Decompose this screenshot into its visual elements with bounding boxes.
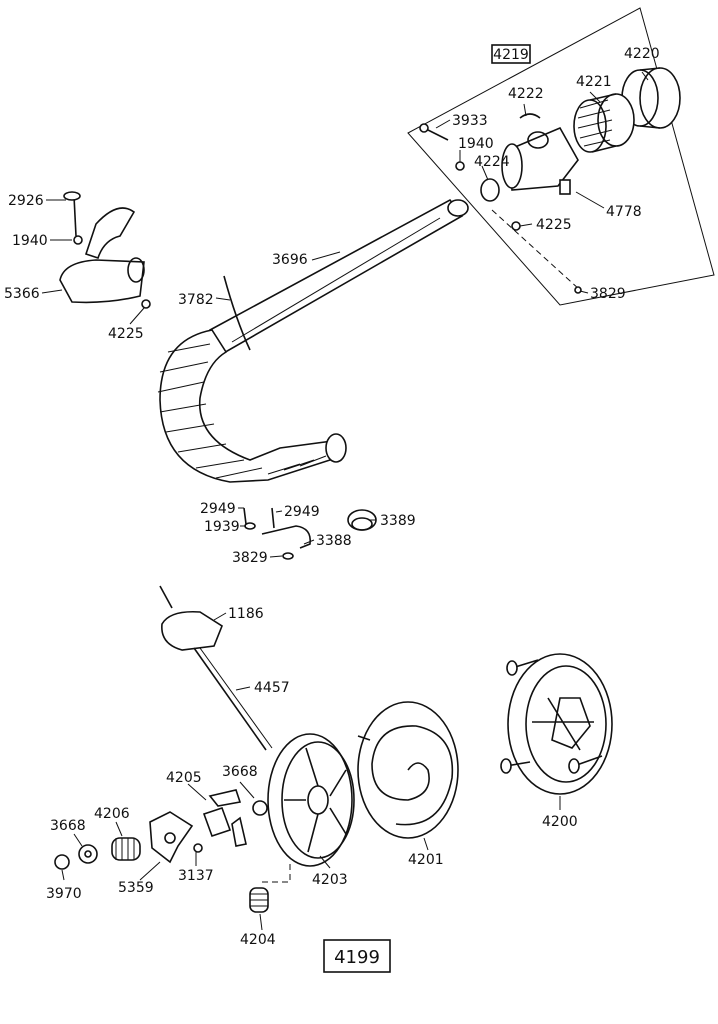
part-4204-spring [249, 887, 269, 913]
callout-4200: 4200 [542, 814, 578, 830]
callout-1186: 1186 [228, 606, 264, 622]
part-4225-nut-top [511, 221, 521, 231]
callout-4201: 4201 [408, 852, 444, 868]
housing-4200 [500, 653, 613, 795]
part-4224-clamp [480, 178, 500, 202]
part-2949-screw-b [271, 507, 275, 529]
starter-handle [159, 585, 273, 751]
callout-3829-mid: 3829 [232, 550, 268, 566]
part-4206-spring [111, 837, 141, 861]
part-4221-filter-element [573, 93, 635, 153]
callout-3970: 3970 [46, 886, 82, 902]
callout-5366: 5366 [4, 286, 40, 302]
exhaust-pipe [208, 198, 469, 356]
part-3829-nut [282, 552, 294, 560]
part-3668-washer-b [252, 800, 268, 816]
part-3829-screw-top [574, 286, 582, 294]
part-4220-cap [621, 67, 681, 129]
small-starter-parts [54, 789, 291, 913]
callout-4225-left: 4225 [108, 326, 144, 342]
callout-4220: 4220 [624, 46, 660, 62]
group-outline [407, 7, 715, 306]
part-4205-pawl-c [231, 816, 247, 847]
group-label-box-top [491, 44, 531, 64]
callout-1940-top: 1940 [458, 136, 494, 152]
callout-3829-top: 3829 [590, 286, 626, 302]
bracket-assembly [59, 191, 151, 309]
callout-2926: 2926 [8, 193, 44, 209]
callout-3389: 3389 [380, 513, 416, 529]
group-label-box-bottom [323, 939, 391, 973]
callout-4457: 4457 [254, 680, 290, 696]
part-3782-strap [223, 275, 251, 351]
part-4222-clip [519, 113, 541, 119]
callout-labels: 2926 1940 5366 4225 3782 3696 3933 1940 … [4, 46, 660, 948]
part-4205-pawl-b [208, 789, 242, 807]
leader-lines [41, 71, 649, 931]
part-1186-handle [161, 610, 223, 651]
callout-4222: 4222 [508, 86, 544, 102]
part-1939-washer [244, 522, 256, 530]
callout-4778: 4778 [606, 204, 642, 220]
part-4778-housing [501, 126, 579, 195]
part-3970-circlip [54, 854, 70, 870]
spring-4201 [357, 701, 459, 839]
callout-5359: 5359 [118, 880, 154, 896]
part-2949-screw-a [243, 507, 247, 525]
callout-3696: 3696 [272, 252, 308, 268]
alignment-line-lower [262, 860, 291, 883]
part-2926-screw [73, 195, 77, 237]
callout-2949-a: 2949 [200, 501, 236, 517]
callout-3668-right: 3668 [222, 764, 258, 780]
group-label-bottom: 4199 [334, 947, 380, 968]
part-1940-washer-top [455, 161, 465, 171]
part-rope-end [159, 585, 173, 609]
part-5359-cam [149, 811, 194, 864]
callout-3388: 3388 [316, 533, 352, 549]
callout-4225-top: 4225 [536, 217, 572, 233]
callout-2949-b: 2949 [284, 504, 320, 520]
part-4457-rope [193, 647, 267, 751]
part-4225-nut-left [141, 299, 151, 309]
group-label-top: 4219 [493, 47, 529, 63]
part-5366-bracket [59, 259, 145, 304]
callout-4205: 4205 [166, 770, 202, 786]
part-4205-pawl-a [202, 806, 232, 838]
callout-3782: 3782 [178, 292, 214, 308]
callout-1940-left: 1940 [12, 233, 48, 249]
callout-4204: 4204 [240, 932, 276, 948]
callout-3933: 3933 [452, 113, 488, 129]
part-3668-washer-a [78, 844, 98, 864]
flex-hose [157, 329, 347, 483]
part-3388-clamp [261, 525, 312, 549]
part-3696-pipe [208, 198, 464, 356]
air-filter-assembly: 4219 [407, 7, 715, 306]
callout-4224: 4224 [474, 154, 510, 170]
callout-3668-left: 3668 [50, 818, 86, 834]
callout-3137: 3137 [178, 868, 214, 884]
callout-4203: 4203 [312, 872, 348, 888]
part-3137-clip [193, 843, 203, 853]
callout-1939: 1939 [204, 519, 240, 535]
part-1940-washer-left [73, 235, 83, 245]
part-bracket-upper [84, 207, 136, 260]
pulley-4203 [267, 733, 355, 867]
callout-4221: 4221 [576, 74, 612, 90]
callout-4206: 4206 [94, 806, 130, 822]
